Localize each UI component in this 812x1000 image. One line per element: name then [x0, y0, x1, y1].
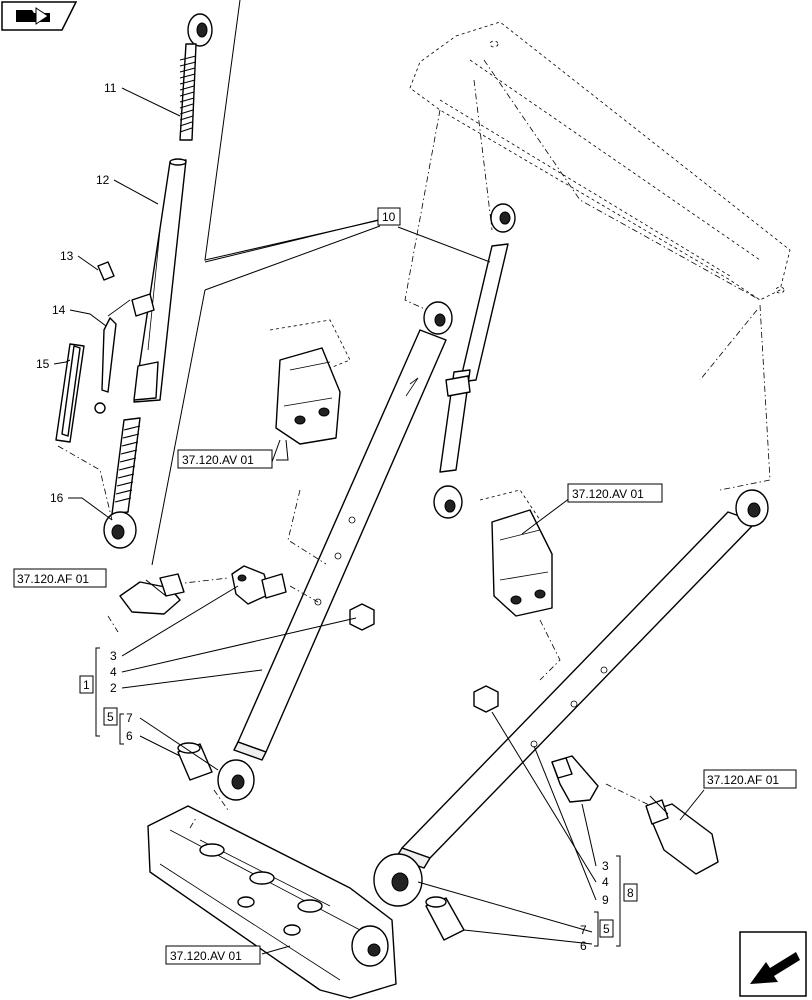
callout-16: 16 [50, 491, 64, 505]
callout-13: 13 [60, 249, 74, 263]
right-lower-link [373, 489, 769, 941]
callout-11: 11 [104, 81, 117, 95]
leader-lines [53, 87, 669, 955]
callouts: 11 12 13 14 15 16 10 3 4 1 2 5 7 6 3 4 9… [36, 81, 638, 953]
svg-text:37.120.AF 01: 37.120.AF 01 [707, 773, 779, 787]
callout-4: 4 [110, 665, 117, 679]
ref-af-left[interactable]: 37.120.AF 01 [13, 568, 107, 588]
ref-af-right[interactable]: 37.120.AF 01 [703, 769, 797, 789]
top-link-assembly [55, 13, 213, 549]
callout-14: 14 [52, 303, 66, 317]
ref-av-right[interactable]: 37.120.AV 01 [567, 483, 663, 503]
svg-text:37.120.AV 01: 37.120.AV 01 [170, 949, 242, 963]
callout-10: 10 [382, 210, 396, 224]
callout-r5-box [599, 919, 614, 938]
svg-text:37.120.AF 01: 37.120.AF 01 [17, 572, 89, 586]
part-12-tube [131, 158, 187, 403]
callout-r3: 3 [602, 859, 609, 873]
left-lower-link [213, 301, 453, 811]
callout-r7: 7 [580, 923, 587, 937]
callout-r8-box [623, 883, 638, 902]
callout-r9: 9 [602, 893, 609, 907]
part-16-threaded-end [103, 417, 141, 549]
book-arrow-icon[interactable] [1, 1, 78, 31]
callout-10-box [377, 207, 401, 226]
part-11-rod-end [179, 13, 213, 141]
svg-text:37.120.AV 01: 37.120.AV 01 [182, 453, 254, 467]
callout-1: 1 [83, 678, 90, 692]
callout-12: 12 [96, 173, 110, 187]
reference-labels: 37.120.AV 01 37.120.AV 01 37.120.AF 01 3… [13, 449, 797, 965]
callout-r4: 4 [602, 875, 609, 889]
callout-5-box [103, 707, 118, 726]
next-page-arrow-icon[interactable] [739, 931, 807, 997]
callout-6: 6 [126, 729, 133, 743]
part-10-top-link [433, 203, 516, 519]
clamp-left [107, 573, 185, 633]
callout-r8: 8 [627, 886, 634, 900]
callout-1-box [79, 675, 94, 694]
frame-casting [147, 805, 397, 999]
svg-text:37.120.AV 01: 37.120.AV 01 [572, 487, 644, 501]
part-13-pin [97, 261, 115, 281]
clamp-right [645, 789, 719, 875]
bracket-top-left [269, 319, 351, 461]
callout-r5: 5 [603, 922, 610, 936]
part-14-lock-pin [94, 299, 131, 414]
callout-2: 2 [110, 681, 117, 695]
callout-5: 5 [107, 710, 114, 724]
part-15-clip [55, 343, 85, 443]
ref-av-top[interactable]: 37.120.AV 01 [177, 449, 273, 469]
callout-r6: 6 [580, 939, 587, 953]
callout-15: 15 [36, 357, 50, 371]
ref-av-bottom[interactable]: 37.120.AV 01 [165, 945, 261, 965]
callout-3: 3 [110, 649, 117, 663]
left-fasteners [175, 565, 375, 781]
grouping-brackets [95, 647, 621, 947]
bracket-right [479, 489, 571, 681]
callout-7: 7 [126, 711, 133, 725]
